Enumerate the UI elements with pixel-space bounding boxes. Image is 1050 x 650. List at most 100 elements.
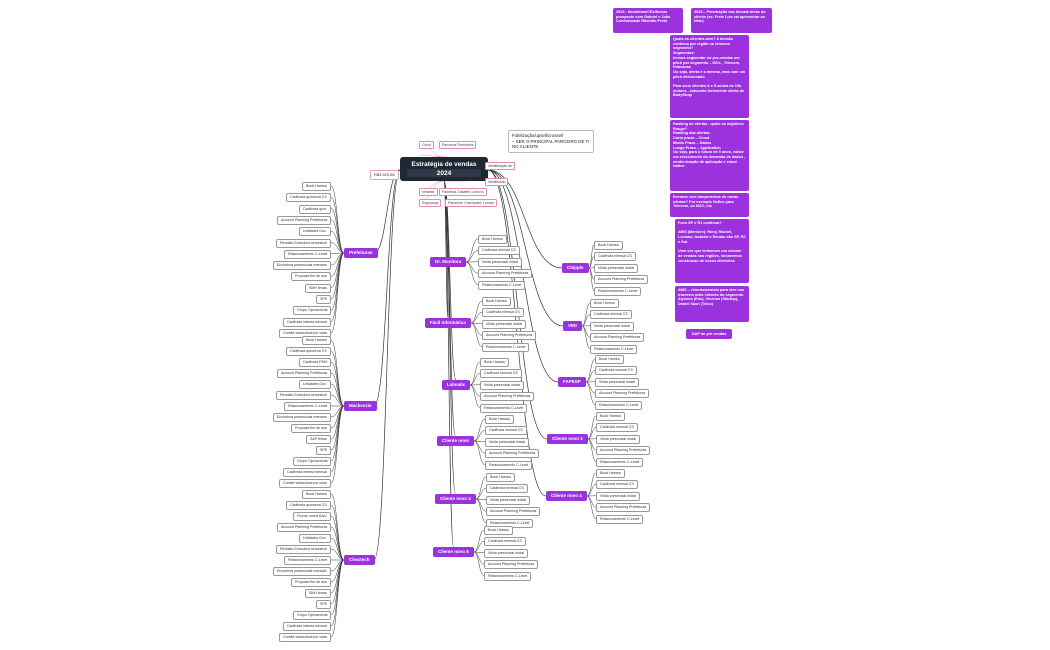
leaf-item[interactable]: Account Planning Prefeituras [478,269,533,279]
leaf-item[interactable]: Book Hamsa [485,415,514,424]
hub-dr-monitora[interactable]: Dr. Monitora [430,257,467,267]
leaf-item[interactable]: Cadência PMO [299,358,332,367]
leaf-item[interactable]: Cadência interna mensal [283,317,331,327]
central-topic[interactable]: Estratégia de vendas 2024 [400,157,488,181]
leaf-item[interactable]: Cadência interna mensal [283,468,331,477]
leaf-item[interactable]: Visita presencial inicial [590,321,635,331]
leaf-item[interactable]: Book Hamsa [480,358,509,367]
leaf-item[interactable]: Book Hamsa [594,241,623,250]
leaf-item[interactable]: Cadência quin. [299,204,331,214]
hub-chipple[interactable]: Chipple [562,263,589,273]
hub-f-cil-inform-tica[interactable]: Fácil Informática [425,318,471,328]
leaf-item[interactable]: Account Planning Prefeituras [277,215,332,225]
leaf-item[interactable]: Cadência mensal CS [480,369,522,379]
branch-child[interactable]: Parceiros Prioritários [439,141,477,149]
branch-child[interactable]: Parceiros: Dataflex, Lenovo [439,188,487,196]
leaf-item[interactable]: Relacionamento C-Level [478,280,526,290]
leaf-item[interactable]: Visita presencial inicial [595,377,640,387]
leaf-item[interactable]: Cadência mensal CS [595,366,637,376]
leaf-item[interactable]: Relacionamento C-Level [594,286,642,296]
leaf-item[interactable]: Cadência interna mensal [283,622,331,631]
leaf-item[interactable]: Grupo Operacional [293,306,332,316]
branch-child[interactable]: Identificação de [485,162,515,170]
central-value[interactable]: R$3.520.86 [370,170,399,180]
hub-vidi[interactable]: VIDI [563,321,582,331]
leaf-item[interactable]: Account Planning Prefeituras [595,389,650,399]
branch-label[interactable]: Infraestr. [419,188,439,196]
leaf-item[interactable]: Cadência quinzena CS [286,501,331,510]
leaf-item[interactable]: Cadência mensal CS [485,426,527,436]
leaf-item[interactable]: Visita presencial inicial [594,263,639,273]
leaf-item[interactable]: Fluxos novos BAU [293,512,331,521]
leaf-item[interactable]: Reunião Executiva semestral [276,545,331,554]
callout-note[interactable]: Foco SP e RJ continua? AWS (Mentore): Ro… [675,219,749,283]
leaf-item[interactable]: Encontros presenciais mensais [273,413,331,422]
leaf-item[interactable]: Book Hamsa [596,412,625,421]
leaf-item[interactable]: Proposta fim de ano [291,272,332,282]
leaf-item[interactable]: Proposta fim de ano [291,578,332,587]
leaf-item[interactable]: SPE [316,295,332,304]
leaf-item[interactable]: Cadência quinzena CS [286,193,331,203]
callout-note[interactable]: Quais os clientes-alvo? A divisão contin… [670,35,749,118]
leaf-item[interactable]: SPE [316,446,332,455]
leaf-item[interactable]: Visita presencial inicial [482,319,527,329]
branch-label[interactable]: Segurança [419,199,442,207]
leaf-item[interactable]: Book Hamsa [302,182,331,191]
leaf-item[interactable]: Comitê situacional por case [279,479,332,488]
leaf-item[interactable]: Account Planning Prefeituras [484,560,539,570]
leaf-item[interactable]: Account Planning Prefeituras [596,446,651,456]
callout-note[interactable]: Ranking de ofertas - quais os objetivos … [670,120,749,191]
leaf-item[interactable]: Unidades Gov. [299,227,331,237]
leaf-item[interactable]: Relacionamento C-Level [284,556,332,565]
branch-label[interactable]: Cloud [419,141,434,149]
leaf-item[interactable]: Cadência mensal CS [482,308,524,318]
hub-mackenzie[interactable]: Mackenzie [344,401,377,411]
leaf-item[interactable]: Book Hamsa [478,235,507,244]
leaf-item[interactable]: Relacionamento C-Level [590,344,638,354]
leaf-item[interactable]: Cadência mensal CS [484,537,526,547]
leaf-item[interactable]: Proposta fim de ano [291,424,332,433]
leaf-item[interactable]: Relacionamento C-Level [284,402,332,411]
hub-cliente-novo-2[interactable]: Cliente novo 2 [547,434,588,444]
leaf-item[interactable]: Relacionamento C-Level [485,460,533,470]
leaf-item[interactable]: Book Hamsa [486,473,515,482]
leaf-item[interactable]: SMH feiras [305,589,331,598]
leaf-item[interactable]: Cadência mensal CS [596,423,638,433]
leaf-item[interactable]: Grupo Operacional [293,611,332,620]
leaf-item[interactable]: Relacionamento C-Level [596,457,644,467]
leaf-item[interactable]: SPE [316,600,332,609]
leaf-item[interactable]: Visita presencial inicial [596,434,641,444]
leaf-item[interactable]: Account Planning Prefeituras [594,275,649,285]
leaf-item[interactable]: Account Planning Prefeituras [482,331,537,341]
leaf-item[interactable]: Grupo Operacional [293,457,332,466]
hub-prefeituras[interactable]: Prefeituras [344,248,378,258]
callout-note[interactable]: 2023 – Penetração nas demais áreas do cl… [691,8,772,33]
leaf-item[interactable]: Account Planning Prefeituras [590,333,645,343]
leaf-item[interactable]: Account Planning Prefeituras [596,503,651,513]
leaf-item[interactable]: Account Planning Prefeituras [486,507,541,517]
callout-note[interactable]: GAP de pré vendas [686,329,732,339]
callout-note[interactable]: AWS – relacionamento para eles nos traze… [675,286,749,322]
leaf-item[interactable]: Account Planning Prefeituras [485,449,540,459]
leaf-item[interactable]: Book Hamsa [302,490,331,499]
leaf-item[interactable]: Book Hamsa [302,336,331,345]
leaf-item[interactable]: Unidades Gov. [299,380,331,389]
leaf-item[interactable]: Cadência mensal CS [594,252,636,262]
leaf-item[interactable]: Visita presencial inicial [485,437,530,447]
leaf-item[interactable]: Book Hamsa [596,469,625,478]
leaf-item[interactable]: Visita presencial inicial [486,495,531,505]
hub-cliente-novo-5[interactable]: Cliente novo 5 [433,547,474,557]
hub-lalmatic[interactable]: Lalmatic [442,380,471,390]
hub-fapesp[interactable]: FAPESP [558,377,586,387]
strategy-note[interactable]: Fidelização/upsell/crossell – SER O PRIN… [508,130,594,153]
hub-cleartech[interactable]: Cleartech [344,555,375,565]
leaf-item[interactable]: Visita presencial inicial [480,380,525,390]
leaf-item[interactable]: Encontros presenciais mensais [273,567,331,576]
leaf-item[interactable]: Cadência mensal CS [590,310,632,320]
leaf-item[interactable]: Account Planning Prefeituras [480,392,535,402]
hub-cliente-novo-4[interactable]: Cliente novo 4 [546,491,587,501]
leaf-item[interactable]: Unidades Gov. [299,534,331,543]
leaf-item[interactable]: Cadência mensal CS [478,246,520,256]
branch-child[interactable]: Identificado [485,178,509,186]
